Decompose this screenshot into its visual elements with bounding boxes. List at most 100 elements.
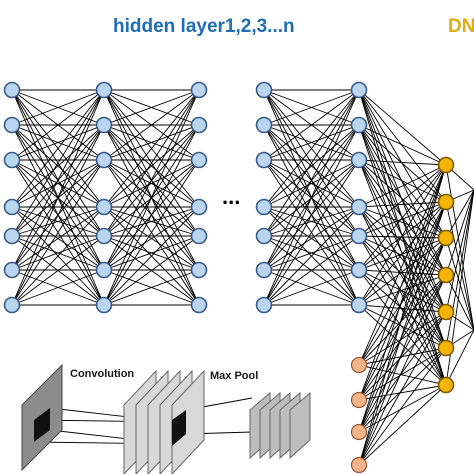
- connection-line: [358, 164, 447, 433]
- connection-line: [358, 124, 447, 166]
- connection-line: [445, 201, 474, 331]
- connection-line: [11, 89, 105, 306]
- connection-line: [103, 235, 200, 271]
- hidden-node: [95, 261, 113, 279]
- connection-line: [358, 235, 447, 349]
- connection-line: [358, 159, 447, 203]
- hidden-node: [255, 151, 273, 169]
- dnn-node: [437, 193, 455, 211]
- connection-line: [103, 124, 200, 208]
- hidden-node: [350, 81, 368, 99]
- connection-lines: [11, 89, 474, 466]
- connection-line: [11, 159, 105, 208]
- connection-line: [11, 269, 105, 306]
- connection-line: [103, 159, 200, 306]
- connection-line: [358, 235, 447, 276]
- connection-line: [358, 347, 447, 466]
- hidden-node: [95, 227, 113, 245]
- cnn-illustration: [21, 363, 311, 474]
- connection-line: [358, 164, 447, 366]
- input-node: [350, 423, 368, 441]
- connection-line: [358, 304, 447, 313]
- hidden-node: [255, 116, 273, 134]
- connection-line: [263, 124, 360, 208]
- dnn-node: [437, 339, 455, 357]
- connection-line: [358, 304, 447, 349]
- conv-feature-map: [171, 369, 205, 474]
- connection-line: [103, 89, 200, 271]
- connection-line: [358, 237, 447, 306]
- connection-line: [445, 237, 474, 331]
- maxpool-feature-map: [289, 391, 311, 460]
- connection-line: [103, 124, 200, 306]
- connection-line: [11, 89, 105, 161]
- connection-line: [358, 164, 447, 208]
- connection-line: [103, 89, 200, 306]
- dnn-node: [437, 229, 455, 247]
- connection-line: [263, 235, 360, 271]
- hidden-node: [255, 227, 273, 245]
- connection-line: [358, 124, 447, 239]
- connection-line: [358, 164, 447, 306]
- connection-line: [445, 189, 474, 349]
- connection-line: [358, 201, 447, 433]
- connection-line: [358, 269, 447, 349]
- dnn-node: [437, 156, 455, 174]
- connection-line: [358, 269, 447, 276]
- connection-line: [103, 159, 200, 208]
- connection-line: [358, 384, 447, 433]
- dnn-node: [437, 303, 455, 321]
- connection-line: [11, 235, 105, 306]
- connection-line: [445, 189, 474, 276]
- connection-line: [358, 201, 447, 237]
- network-nodes: [3, 81, 455, 474]
- connection-line: [263, 89, 360, 161]
- connection-line: [263, 89, 360, 271]
- connection-line: [263, 89, 360, 208]
- hidden-node: [350, 151, 368, 169]
- hidden-node: [350, 296, 368, 314]
- connection-line: [445, 164, 474, 331]
- input-node: [350, 356, 368, 374]
- hidden-node: [95, 198, 113, 216]
- connection-line: [358, 89, 447, 166]
- connection-line: [263, 269, 360, 306]
- hidden-node: [255, 261, 273, 279]
- connection-line: [358, 235, 447, 386]
- connection-line: [445, 189, 474, 313]
- dnn-title: DN: [448, 16, 474, 37]
- connection-line: [358, 164, 447, 237]
- connection-line: [358, 384, 447, 466]
- hidden-node: [350, 116, 368, 134]
- hidden-node: [190, 116, 208, 134]
- connection-line: [358, 269, 447, 386]
- connection-line: [358, 235, 447, 239]
- connection-line: [358, 237, 447, 466]
- connection-line: [263, 159, 360, 306]
- connection-line: [445, 189, 474, 239]
- connection-line: [11, 89, 105, 208]
- connection-line: [11, 124, 105, 208]
- connection-line: [358, 159, 447, 166]
- hidden-node: [190, 81, 208, 99]
- connection-line: [263, 89, 360, 126]
- dnn-node: [437, 266, 455, 284]
- hidden-node: [95, 296, 113, 314]
- connection-line: [358, 364, 447, 386]
- connection-line: [358, 164, 447, 401]
- hidden-node: [190, 198, 208, 216]
- connection-line: [103, 269, 200, 306]
- maxpool-label: Max Pool: [210, 370, 258, 382]
- hidden-node: [3, 81, 21, 99]
- connection-line: [11, 89, 105, 237]
- connection-line: [358, 201, 447, 466]
- connection-line: [358, 237, 447, 401]
- connection-line: [358, 164, 447, 466]
- hidden-node: [95, 116, 113, 134]
- connection-line: [358, 311, 447, 433]
- connection-line: [358, 311, 447, 466]
- hidden-node: [190, 227, 208, 245]
- connection-line: [103, 89, 200, 208]
- connection-line: [103, 206, 200, 271]
